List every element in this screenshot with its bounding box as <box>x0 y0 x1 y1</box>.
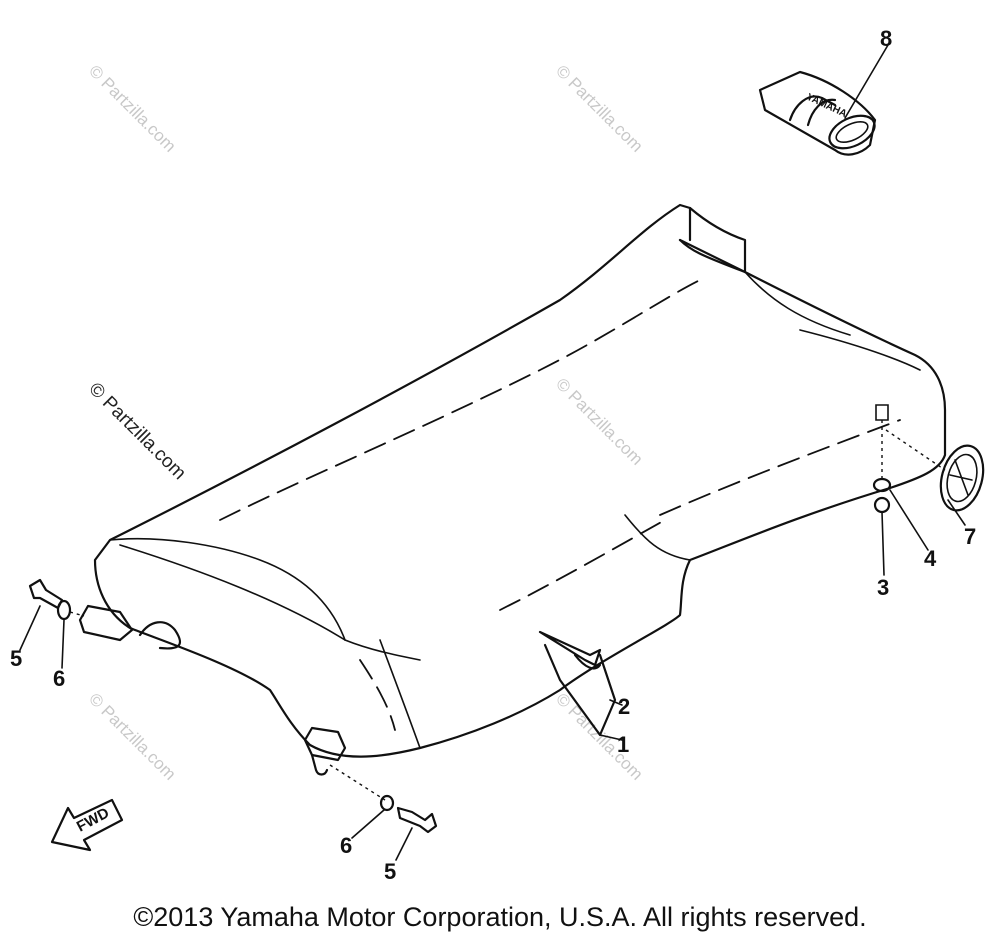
emblem-icon <box>885 429 985 526</box>
tool-bag-icon: YAMAHA <box>758 44 889 156</box>
watermark-4: © Partzilla.com <box>85 689 179 783</box>
bolt-icon-rear <box>396 806 438 834</box>
watermark-2: © Partzilla.com <box>552 61 646 155</box>
callout-6-rear: 6 <box>340 833 352 858</box>
callouts: 8 7 4 3 2 1 5 6 6 5 <box>10 26 976 884</box>
watermark-1: © Partzilla.com <box>85 61 179 155</box>
callout-6-front: 6 <box>53 666 65 691</box>
callout-4: 4 <box>924 546 937 571</box>
rear-bolt-group <box>329 764 438 861</box>
washer-icon-front <box>56 599 72 621</box>
copyright-notice: ©2013 Yamaha Motor Corporation, U.S.A. A… <box>133 902 867 932</box>
callout-2: 2 <box>618 694 630 719</box>
callout-5-rear: 5 <box>384 859 396 884</box>
callout-5-front: 5 <box>10 646 22 671</box>
nut-icon <box>873 496 891 514</box>
fwd-arrow-icon: FWD <box>50 798 124 852</box>
watermarks: © Partzilla.com © Partzilla.com © Partzi… <box>84 61 646 783</box>
watermark-dark: © Partzilla.com <box>84 379 189 484</box>
callout-8: 8 <box>880 26 892 51</box>
callout-1: 1 <box>617 732 629 757</box>
nut-washer-group <box>872 404 929 576</box>
seat-assembly <box>78 203 947 776</box>
callout-3: 3 <box>877 575 889 600</box>
callout-7: 7 <box>964 524 976 549</box>
front-bolt-group <box>19 578 85 669</box>
watermark-5: © Partzilla.com <box>552 689 646 783</box>
washer-icon <box>872 477 892 493</box>
washer-icon-rear <box>379 794 395 812</box>
watermark-3: © Partzilla.com <box>552 374 646 468</box>
bolt-icon-front <box>28 578 64 610</box>
label-plate <box>543 643 623 741</box>
